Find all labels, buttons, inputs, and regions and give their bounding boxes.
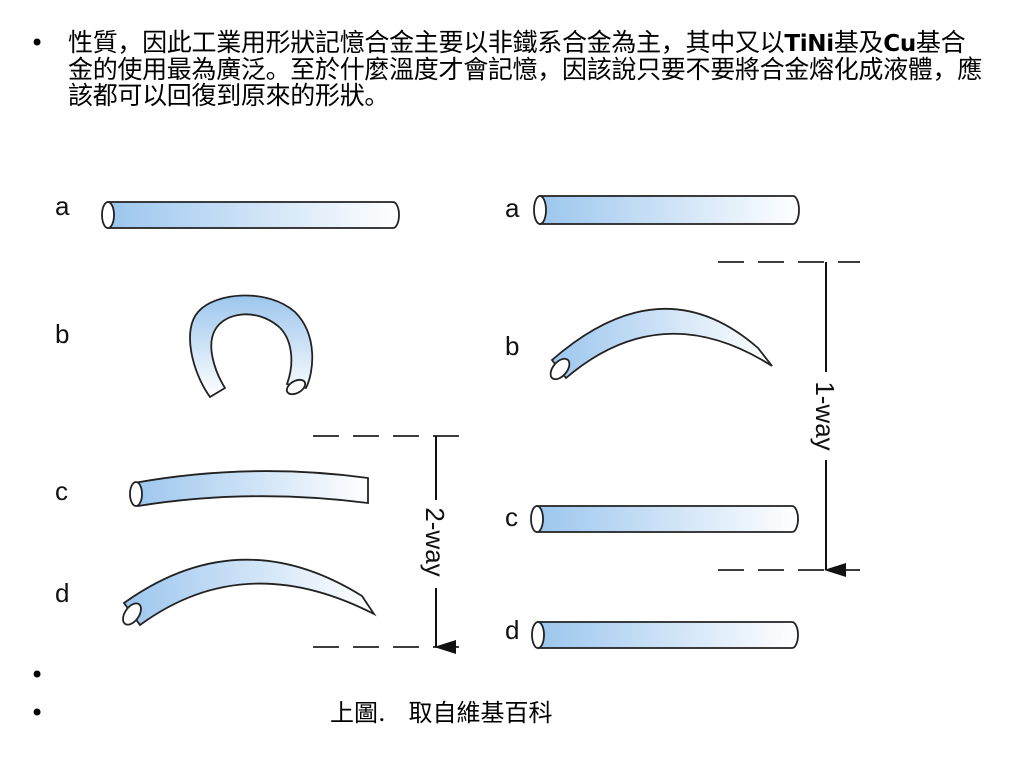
right-tube-c-straight [530,505,799,533]
right-label-b: b [505,331,519,361]
right-label-c: c [505,502,518,532]
paragraph-text: 性質，因此工業用形狀記憶合金主要以非鐵系合金為主，其中又以TiNi基及Cu基合金… [68,30,988,109]
left-tube-c-slight-curve [129,470,369,508]
right-tube-d-straight [531,621,799,649]
one-way-label: 1-way [810,381,840,450]
para-seg-1: 性質，因此工業用形狀記憶合金主要以非鐵系合金為主，其中又以 [68,28,785,57]
para-seg-3: 基及 [833,28,884,57]
left-tube-a-straight [101,201,400,229]
left-label-c: c [55,476,68,506]
two-way-label: 2-way [420,507,450,576]
one-way-bracket: 1-way [718,261,860,577]
figure-caption: 上圖. 取自維基百科 [330,699,553,727]
bullet-marker: • [30,661,45,689]
para-seg-tini: TiNi [784,31,834,57]
two-way-bracket: 2-way [313,435,470,654]
left-label-b: b [55,319,69,349]
left-label-d: d [55,578,69,608]
right-tube-b-arch [549,308,773,381]
left-tube-b-horseshoe [189,294,314,399]
right-label-a: a [505,193,520,223]
caption-bullet: • [30,700,68,726]
empty-bullet: • [30,662,68,688]
right-label-d: d [505,615,519,645]
bullet-marker: • [30,29,45,57]
bullet-marker: • [30,699,45,727]
para-seg-5: 基合金的使用最為廣泛。至於什麼溫度才會記憶，因該說只要不要將合金熔化成液體，應該… [68,28,982,110]
left-tube-d-arch [122,558,377,627]
right-tube-a-straight [533,195,800,225]
para-seg-cu: Cu [883,31,916,57]
bullet-paragraph: • 性質，因此工業用形狀記憶合金主要以非鐵系合金為主，其中又以TiNi基及Cu基… [30,30,988,109]
left-label-a: a [55,191,70,221]
